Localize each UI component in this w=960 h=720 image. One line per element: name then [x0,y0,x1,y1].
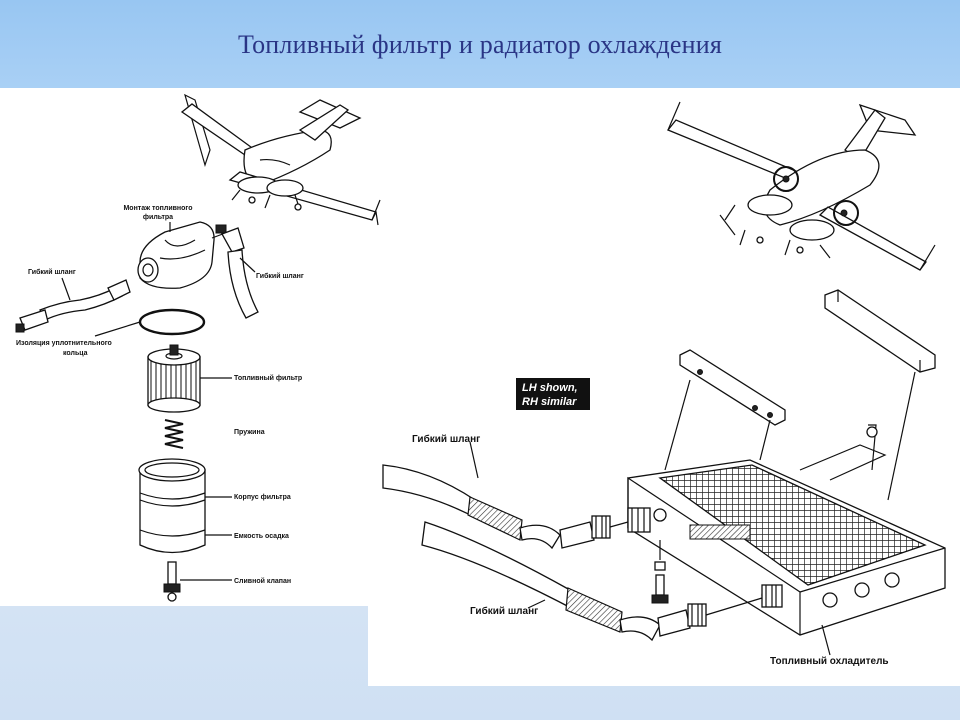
spring-drawing [164,419,184,449]
o-ring-drawing [138,308,206,336]
label-filter-housing: Корпус фильтра [234,494,291,501]
label-oring-line2: кольца [63,350,88,357]
slide-title: Топливный фильтр и радиатор охлаждения [237,30,723,59]
left-leader-lines [61,222,256,581]
label-filter-mount-line2: фильтра [143,214,173,221]
lh-shown-note-line1: LH shown, [522,382,578,394]
label-filter-mount-line1: Монтаж топливного [123,205,192,212]
label-hose-upper: Гибкий шланг [412,433,480,445]
aircraft-left-drawing [180,93,381,226]
label-fuel-cooler: Топливный охладитель [770,656,889,667]
label-hose-left: Гибкий шланг [28,268,76,276]
hoses-right-drawing [382,464,783,642]
label-drain-valve: Сливной клапан [234,577,291,585]
drain-valve-drawing [163,561,181,602]
filter-housing-drawing [138,458,206,554]
label-oring-line1: Изоляция уплотнительного [16,340,112,347]
label-hose-right: Гибкий шланг [256,272,304,280]
filter-mount-drawing [15,221,259,333]
mounting-bracket-drawing [679,289,936,501]
right-leader-lines [469,379,831,656]
label-spring: Пружина [234,429,265,436]
label-hose-lower: Гибкий шланг [470,605,538,617]
lh-shown-note-box [516,378,590,410]
fuel-filter-element-drawing [147,344,201,413]
fuel-cooler-drawing [627,424,946,636]
aircraft-right-drawing [666,101,936,271]
lh-shown-note-line2: RH similar [522,396,577,408]
title-bar: Топливный фильтр и радиатор охлаждения [0,0,960,88]
label-sediment-bowl: Емкость осадка [234,533,289,540]
label-fuel-filter: Топливный фильтр [234,374,302,382]
